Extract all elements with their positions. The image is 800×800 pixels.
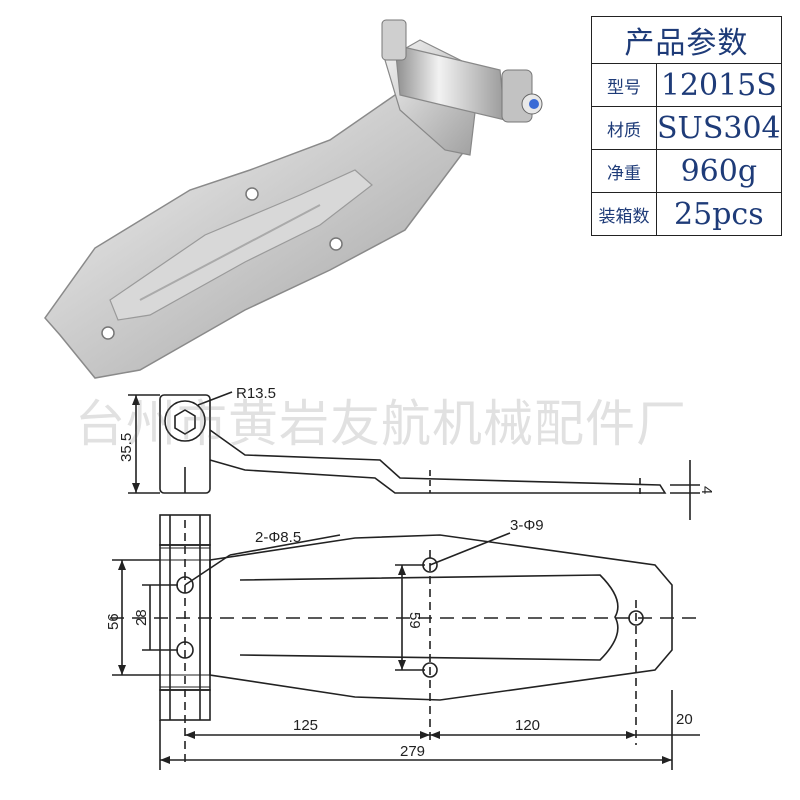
hole-a-label: 2-Φ8.5: [255, 529, 301, 546]
dim-120-label: 120: [515, 717, 540, 734]
spec-table-title: 产品参数: [591, 16, 782, 64]
dim-125-label: 125: [293, 717, 318, 734]
spec-row-model: 型号 12015S: [591, 63, 782, 107]
hole-b-label: 3-Φ9: [510, 517, 544, 534]
height-label: 35.5: [118, 433, 135, 462]
spec-row-weight: 净重 960g: [591, 149, 782, 193]
thickness-label: 4: [698, 486, 715, 494]
spec-label: 型号: [591, 63, 657, 107]
spec-table: 产品参数 型号 12015S 材质 SUS304 净重 960g 装箱数 25p…: [591, 16, 782, 236]
hinge-product-photo: [44, 19, 543, 379]
width-outer-label: 56: [105, 613, 122, 630]
spec-label: 净重: [591, 149, 657, 193]
spec-row-packing: 装箱数 25pcs: [591, 192, 782, 236]
dim-20-label: 20: [676, 711, 693, 728]
spec-label: 装箱数: [591, 192, 657, 236]
spec-value: 960g: [656, 149, 782, 193]
hole-spacing-label: 59: [406, 612, 423, 629]
spec-value: SUS304: [656, 106, 782, 150]
width-inner-label: 28: [133, 609, 150, 626]
total-length-label: 279: [400, 743, 425, 760]
spec-value: 25pcs: [656, 192, 782, 236]
radius-label: R13.5: [236, 385, 276, 402]
watermark: 台州市黄岩友航机械配件厂: [75, 395, 687, 453]
spec-value: 12015S: [656, 63, 782, 107]
